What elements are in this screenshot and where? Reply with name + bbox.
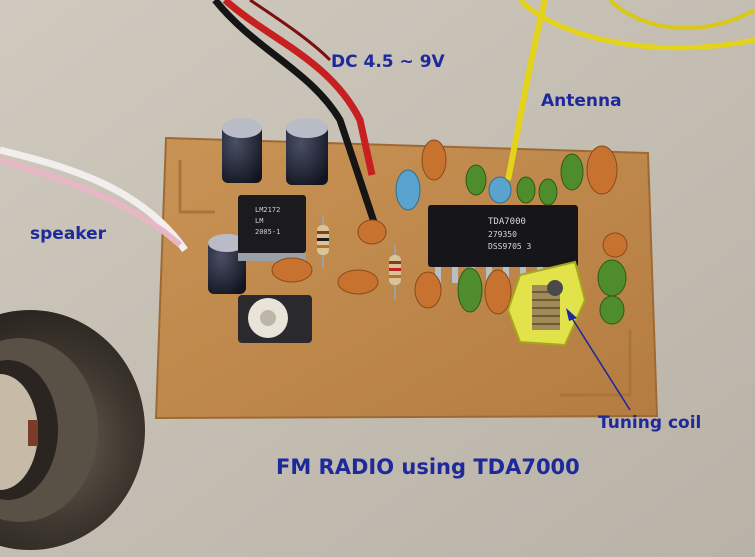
speaker-label: speaker: [30, 224, 107, 244]
amplifier-chip: LM2172 LM 2005-1: [238, 195, 306, 261]
speaker-wires: [0, 146, 188, 252]
antenna-wire: [505, 0, 755, 181]
blue-capacitor: [395, 169, 512, 211]
electrolytic-capacitor: [222, 118, 262, 183]
power-wires: [212, 0, 379, 227]
antenna-label: Antenna: [541, 91, 622, 111]
resistor: [317, 215, 329, 268]
caption-title: FM RADIO using TDA7000: [276, 455, 580, 479]
pcb-trace: [560, 330, 632, 397]
green-capacitor: [457, 153, 627, 325]
amp-marking-line: 2005-1: [255, 228, 280, 236]
tda-marking-line: 279350: [488, 230, 517, 239]
tuning-coil: [506, 260, 587, 347]
tuning-coil-arrow: [566, 308, 631, 411]
amp-marking-line: LM2172: [255, 206, 280, 214]
ceramic-capacitor: [271, 139, 628, 315]
electrolytic-capacitor: [208, 234, 246, 294]
power-label: DC 4.5 ~ 9V: [331, 52, 445, 72]
speaker-unit: [0, 310, 145, 550]
tda-marking-line: TDA7000: [488, 217, 526, 227]
potentiometer: [238, 295, 312, 343]
tda-marking-line: DSS9705 3: [488, 242, 532, 251]
amp-marking-line: LM: [255, 217, 263, 225]
electrolytic-capacitor: [286, 118, 328, 185]
pcb-trace: [178, 160, 215, 214]
tuning-coil-label: Tuning coil: [598, 413, 702, 433]
resistor: [389, 245, 401, 300]
